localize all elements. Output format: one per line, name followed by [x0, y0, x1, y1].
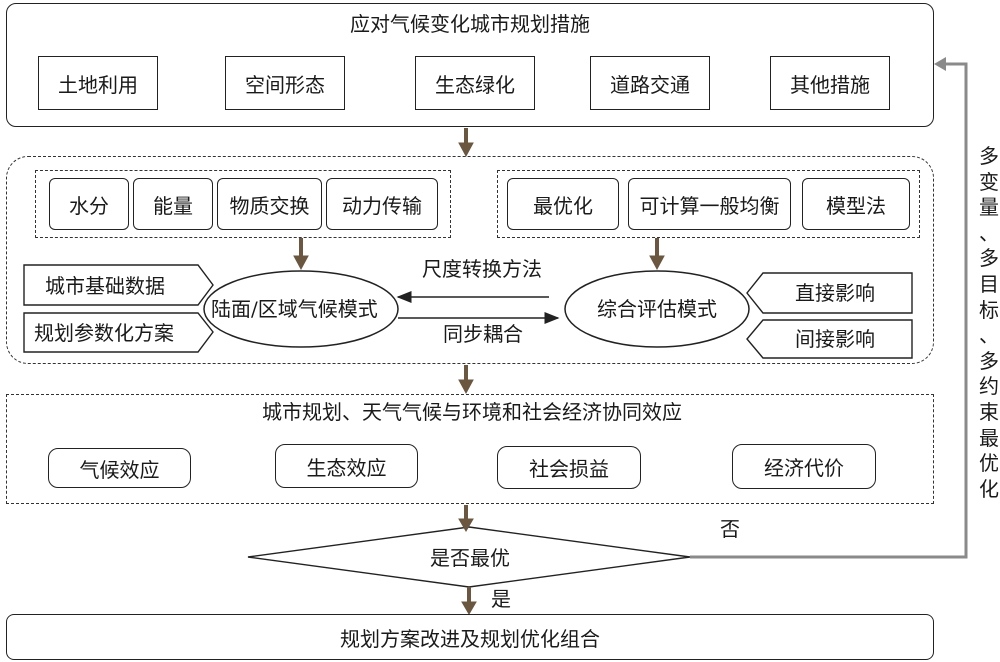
measures-title: 应对气候变化城市规划措施: [350, 12, 590, 36]
method-model: 模型法: [802, 178, 910, 230]
input-city-base-data: 城市基础数据: [45, 274, 165, 298]
integrated-assessment-label: 综合评估模式: [597, 297, 717, 321]
method-optimization: 最优化: [507, 178, 619, 230]
input-tag-planning-params: [23, 312, 214, 353]
effect-climate: 气候效应: [48, 448, 191, 488]
measure-road-traffic: 道路交通: [590, 56, 710, 110]
process-mass-exchange: 物质交换: [217, 178, 322, 230]
process-energy: 能量: [133, 178, 213, 230]
model-frame: [6, 156, 934, 364]
measures-frame: [6, 3, 934, 127]
method-group: [497, 170, 920, 238]
flow-arrows: [293, 128, 665, 615]
final-plan-box: 规划方案改进及规划优化组合: [6, 614, 934, 660]
effects-title: 城市规划、天气气候与环境和社会经济协同效应: [262, 400, 682, 424]
land-climate-model-label: 陆面/区域气候模式: [211, 297, 378, 321]
impact-direct-label: 直接影响: [795, 281, 875, 305]
impact-indirect-label: 间接影响: [795, 327, 875, 351]
measure-land-use: 土地利用: [38, 56, 158, 110]
process-water: 水分: [49, 178, 129, 230]
input-planning-param-scheme: 规划参数化方案: [34, 321, 174, 345]
effects-frame: [6, 394, 934, 504]
process-dynamic-transport: 动力传输: [326, 178, 438, 230]
scale-conversion-label: 尺度转换方法: [422, 257, 542, 281]
feedback-arrowhead: [934, 57, 946, 71]
feedback-vertical-text: 多变量 、多目 标、多 约束最 优化: [979, 144, 999, 501]
land-climate-model-ellipse: [203, 270, 399, 348]
decision-no-label: 否: [720, 517, 740, 541]
measure-ecological-greening: 生态绿化: [415, 56, 535, 110]
sync-coupling-label: 同步耦合: [443, 322, 523, 346]
decision-label: 是否最优: [430, 546, 510, 570]
impact-tag-indirect: [746, 319, 913, 359]
effect-ecological: 生态效应: [275, 444, 418, 488]
effect-economic: 经济代价: [732, 444, 876, 489]
method-cge: 可计算一般均衡: [628, 178, 791, 230]
process-group: [35, 170, 451, 238]
decision-yes-label: 是: [491, 587, 511, 611]
effect-social: 社会损益: [497, 446, 641, 489]
input-tag-city-data: [23, 264, 214, 306]
feedback-line: [690, 62, 968, 559]
integrated-assessment-ellipse: [564, 270, 750, 348]
impact-tag-direct: [746, 272, 913, 314]
measure-other: 其他措施: [770, 56, 890, 110]
measure-spatial-form: 空间形态: [225, 56, 345, 110]
